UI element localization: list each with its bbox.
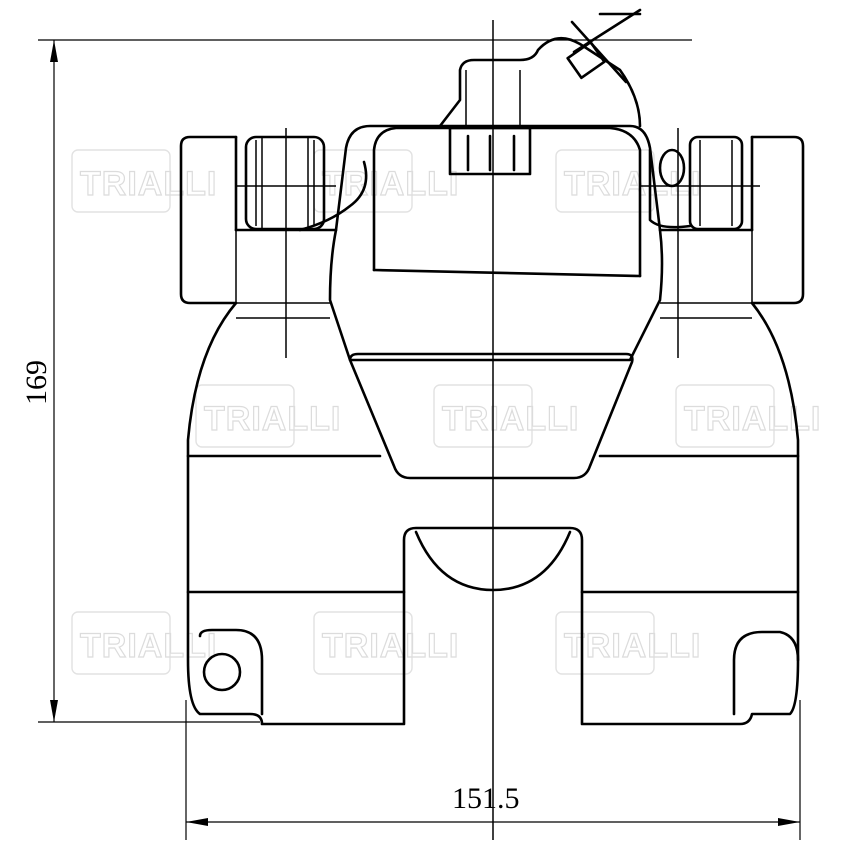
width-label: 151.5 xyxy=(452,782,520,815)
watermark-text: TRIALLI xyxy=(564,165,701,203)
piston-housing xyxy=(328,124,664,362)
height-dimension: 169 xyxy=(20,39,692,723)
bottom-right-lug xyxy=(732,630,800,716)
left-guide-bolt xyxy=(244,135,326,231)
finger-slot xyxy=(414,530,572,592)
right-guide-bolt xyxy=(688,135,744,231)
right-mounting-ear xyxy=(750,135,805,305)
watermark-text: TRIALLI xyxy=(684,400,821,438)
piston-window xyxy=(448,126,532,176)
watermark-text: TRIALLI xyxy=(80,165,217,203)
watermark-text: TRIALLI xyxy=(442,400,579,438)
bottom-left-lug xyxy=(198,628,264,716)
watermark-text: TRIALLI xyxy=(204,400,341,438)
brake-line-inlet xyxy=(648,148,692,229)
left-mounting-ear xyxy=(179,135,238,305)
watermark-text: TRIALLI xyxy=(80,627,217,665)
width-dimension: 151.5 xyxy=(185,700,801,840)
watermark-text: TRIALLI xyxy=(322,627,459,665)
centerlines xyxy=(237,20,760,840)
watermark-text: TRIALLI xyxy=(564,627,701,665)
center-window xyxy=(348,352,634,480)
hose-bracket xyxy=(298,160,368,232)
height-label: 169 xyxy=(20,360,53,405)
top-boss xyxy=(438,36,642,128)
bleed-screw xyxy=(566,8,642,84)
